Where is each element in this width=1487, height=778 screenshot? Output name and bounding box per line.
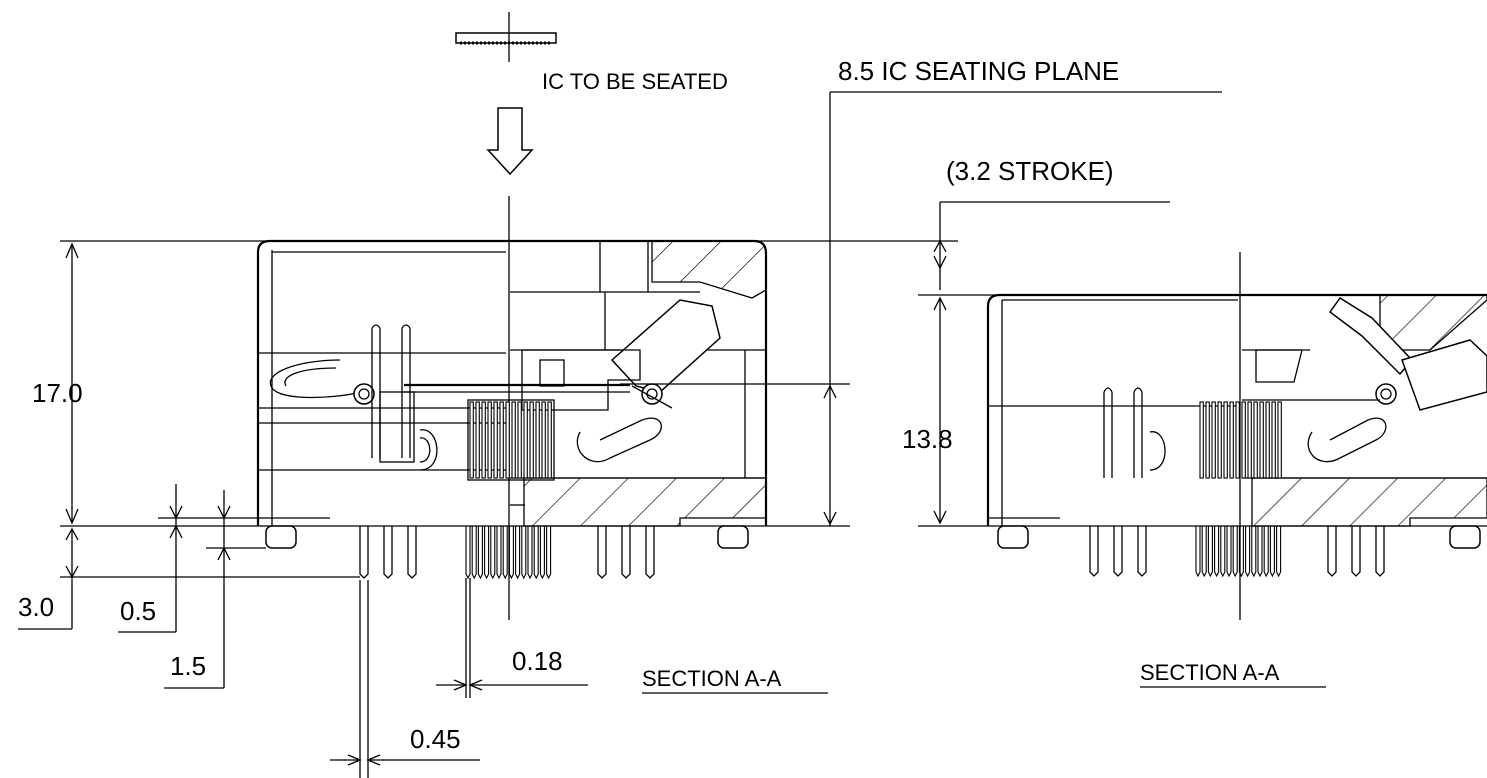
comb-tooth	[499, 401, 504, 479]
fine-pin	[539, 526, 545, 580]
comb-tooth	[517, 401, 522, 479]
comb-tooth	[547, 401, 552, 479]
comb-tooth	[529, 401, 534, 479]
comb-tooth	[1217, 401, 1222, 479]
ic-chip-icon	[455, 12, 557, 62]
dim-0-18-label: 0.18	[512, 646, 563, 676]
fine-pin	[1201, 526, 1207, 578]
fine-pin	[515, 526, 521, 580]
fine-pin	[496, 526, 502, 580]
dim-17-0-label: 17.0	[32, 378, 83, 408]
dimension-3-0	[18, 527, 360, 630]
fine-pin	[546, 526, 552, 580]
section-label-left: SECTION A-A	[642, 666, 782, 691]
comb-tooth	[1229, 401, 1234, 479]
comb-tooth	[1241, 401, 1246, 479]
fine-pin-array-right	[1195, 526, 1282, 578]
comb-tooth	[1247, 401, 1252, 479]
seating-plane-label: 8.5 IC SEATING PLANE	[838, 56, 1119, 86]
dimension-stroke	[933, 201, 1170, 290]
dimension-1-5	[164, 490, 266, 689]
fine-pin	[1232, 526, 1238, 578]
section-label-right: SECTION A-A	[1140, 660, 1280, 685]
fine-pin	[502, 526, 508, 580]
fine-pin	[1276, 526, 1282, 578]
comb-tooth	[541, 401, 546, 479]
comb-tooth	[1277, 401, 1282, 479]
comb-tooth	[487, 401, 492, 479]
dim-13-8-label: 13.8	[902, 424, 953, 454]
fine-pin	[465, 526, 471, 580]
comb-tooth	[475, 401, 480, 479]
comb-tooth	[1271, 401, 1276, 479]
comb-tooth	[1235, 401, 1240, 479]
dimension-seating-plane	[620, 91, 1222, 526]
dim-0-5-label: 0.5	[120, 596, 156, 626]
fine-pin	[1257, 526, 1263, 578]
fine-pin-array-left	[465, 526, 552, 580]
dimension-0-18	[436, 578, 588, 698]
fine-pin	[1226, 526, 1232, 578]
left-socket-body	[60, 239, 958, 579]
stroke-label: (3.2 STROKE)	[946, 156, 1114, 186]
comb-tooth	[1205, 401, 1210, 479]
contact-comb-left	[469, 401, 552, 479]
dim-1-5-label: 1.5	[170, 651, 206, 681]
right-socket-body	[918, 293, 1487, 577]
insertion-arrow-icon	[486, 107, 534, 176]
comb-tooth	[505, 401, 510, 479]
contact-comb-right	[1199, 401, 1282, 479]
dimension-0-5	[118, 484, 258, 633]
fine-pin	[490, 526, 496, 580]
comb-tooth	[1211, 401, 1216, 479]
dimension-0-45	[330, 580, 480, 778]
comb-tooth	[1265, 401, 1270, 479]
comb-tooth	[1253, 401, 1258, 479]
comb-tooth	[493, 401, 498, 479]
comb-tooth	[535, 401, 540, 479]
fine-pin	[1269, 526, 1275, 578]
fine-pin	[1207, 526, 1213, 578]
fine-pin	[1263, 526, 1269, 578]
comb-tooth	[1259, 401, 1264, 479]
fine-pin	[477, 526, 483, 580]
comb-tooth	[469, 401, 474, 479]
dimension-17-0	[65, 242, 79, 525]
ic-to-be-seated-label: IC TO BE SEATED	[542, 69, 728, 94]
fine-pin	[1195, 526, 1201, 578]
fine-pin	[521, 526, 527, 580]
dim-0-45-label: 0.45	[410, 724, 461, 754]
comb-tooth	[511, 401, 516, 479]
fine-pin	[527, 526, 533, 580]
fine-pin	[508, 526, 514, 580]
dim-3-0-label: 3.0	[18, 592, 54, 622]
comb-tooth	[1199, 401, 1204, 479]
fine-pin	[1245, 526, 1251, 578]
fine-pin	[471, 526, 477, 580]
fine-pin	[484, 526, 490, 580]
fine-pin	[1220, 526, 1226, 578]
fine-pin	[533, 526, 539, 580]
comb-tooth	[523, 401, 528, 479]
dimension-13-8	[933, 296, 947, 525]
comb-tooth	[481, 401, 486, 479]
comb-tooth	[1223, 401, 1228, 479]
fine-pin	[1214, 526, 1220, 578]
fine-pin	[1251, 526, 1257, 578]
